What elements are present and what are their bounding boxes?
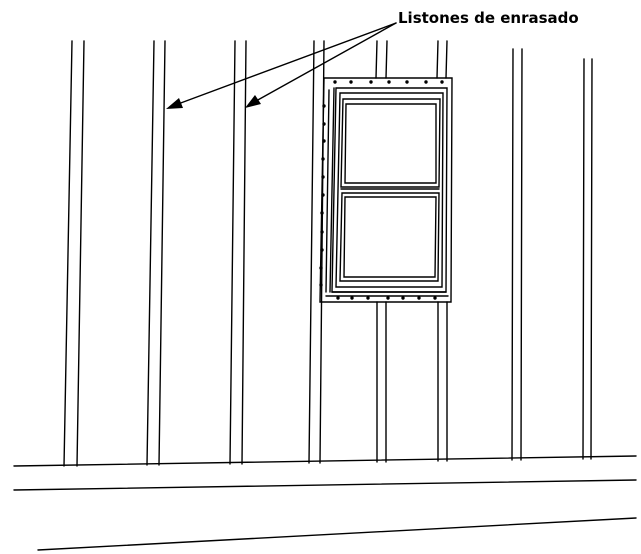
arrowhead-1 xyxy=(166,98,183,109)
furring-strip-4 xyxy=(308,40,325,464)
furring-strip-below-window-2 xyxy=(437,301,448,462)
furring-strip-2 xyxy=(146,40,166,466)
window-lower-sash xyxy=(339,192,440,282)
callout-arrow-1 xyxy=(177,22,397,105)
callout-arrow-2 xyxy=(255,22,397,102)
window-frame xyxy=(331,87,448,293)
window-upper-sash xyxy=(340,98,441,188)
furring-strip-5 xyxy=(375,40,388,79)
arrowhead-2 xyxy=(245,95,261,108)
furring-strip-below-window-1 xyxy=(376,301,387,463)
furring-strip-6 xyxy=(436,40,448,79)
callout-arrows xyxy=(166,22,397,109)
callout-label: Listones de enrasado xyxy=(398,9,579,27)
flange-nails xyxy=(319,80,444,300)
furring-strip-7 xyxy=(511,48,523,461)
window xyxy=(319,77,453,303)
window-flange xyxy=(319,77,453,303)
furring-strip-1 xyxy=(63,40,85,467)
furring-strips xyxy=(63,40,593,467)
sill-plate xyxy=(13,455,637,551)
furring-strip-8 xyxy=(582,58,593,460)
furring-strip-3 xyxy=(229,40,247,465)
